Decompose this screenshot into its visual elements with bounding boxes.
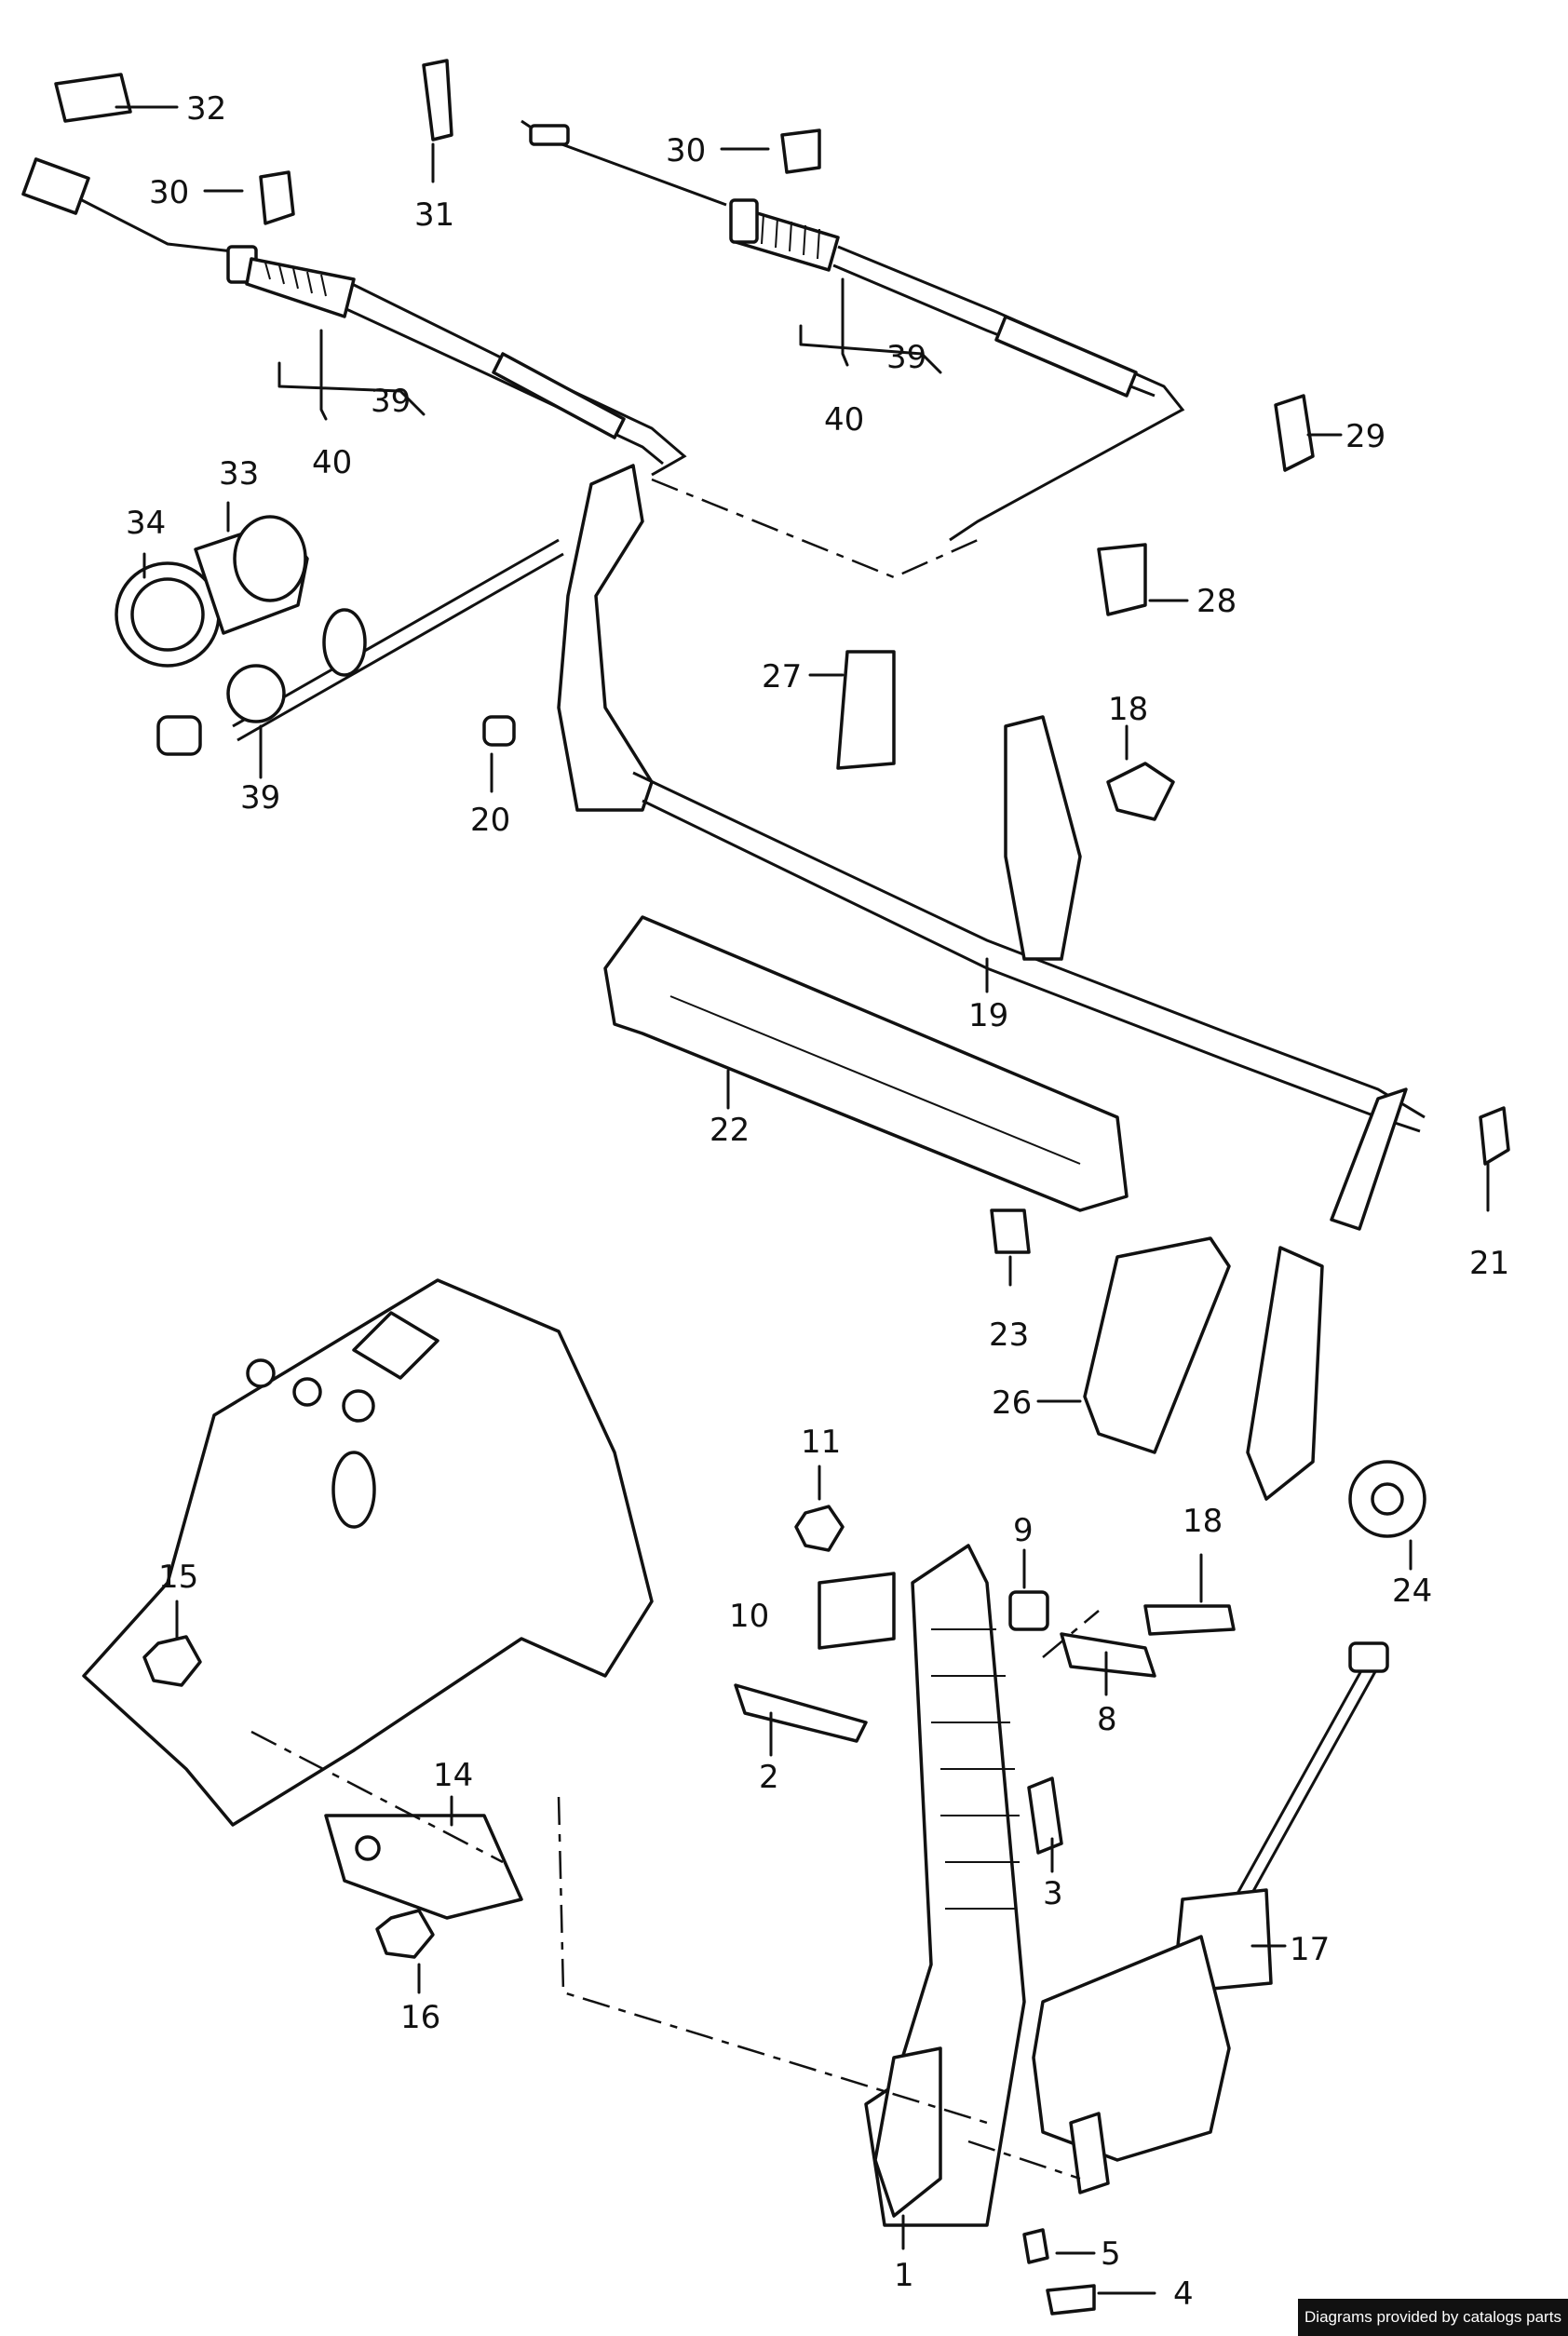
assembly-line-4 xyxy=(1042,1610,1100,1658)
assembly-line-2 xyxy=(967,2140,1081,2181)
callout-40-left: 40 xyxy=(312,444,352,481)
diagram-credit: Diagrams provided by catalogs parts xyxy=(1298,2299,1568,2336)
callout-34: 34 xyxy=(126,505,166,542)
callout-29: 29 xyxy=(1345,418,1386,455)
small-clips-top xyxy=(54,59,1315,770)
callout-2: 2 xyxy=(759,1759,779,1796)
callout-21: 21 xyxy=(1469,1245,1509,1282)
callout-17: 17 xyxy=(1290,1931,1330,1968)
callout-3: 3 xyxy=(1043,1875,1063,1912)
throttle-cable-right xyxy=(520,119,1185,542)
callout-5: 5 xyxy=(1101,2235,1121,2273)
callout-26: 26 xyxy=(992,1384,1032,1422)
callout-39-top-right: 39 xyxy=(886,339,926,376)
body-bracket xyxy=(82,1278,654,1959)
callout-22: 22 xyxy=(710,1112,750,1149)
callout-labels: 32 31 30 30 39 40 39 40 29 33 34 28 27 1… xyxy=(126,90,1509,2313)
callout-40-right: 40 xyxy=(824,401,864,439)
accelerator-pedal xyxy=(734,1505,1236,2316)
callout-31: 31 xyxy=(414,196,454,234)
throttle-cable-left xyxy=(21,157,687,477)
callout-30-left: 30 xyxy=(149,174,189,211)
callout-27: 27 xyxy=(762,658,802,695)
cable-routing-line xyxy=(651,478,979,579)
assembly-line-1 xyxy=(557,1796,988,2125)
callout-10: 10 xyxy=(729,1598,769,1635)
callout-18-top: 18 xyxy=(1108,691,1148,728)
callout-4: 4 xyxy=(1173,2275,1194,2313)
callout-39-top-left: 39 xyxy=(371,383,411,420)
callout-11: 11 xyxy=(801,1424,841,1461)
assembly-line-3 xyxy=(250,1730,504,1864)
callout-20: 20 xyxy=(470,802,510,839)
vacuum-unit xyxy=(1032,1641,1389,2194)
callout-14: 14 xyxy=(433,1757,473,1794)
callout-24: 24 xyxy=(1392,1573,1432,1610)
callout-39-left: 39 xyxy=(240,779,280,817)
callout-9: 9 xyxy=(1013,1512,1034,1549)
callout-23: 23 xyxy=(989,1317,1029,1354)
callout-32: 32 xyxy=(186,90,226,128)
cable-sleeve-assembly xyxy=(115,515,564,756)
leader-lines xyxy=(115,105,1490,2295)
callout-19: 19 xyxy=(968,997,1008,1034)
pedal-shaft-assembly xyxy=(482,464,1510,1538)
callout-30-right: 30 xyxy=(666,132,706,169)
callout-18-bottom: 18 xyxy=(1183,1503,1223,1540)
callout-8: 8 xyxy=(1097,1701,1117,1738)
callout-33: 33 xyxy=(219,455,259,493)
callout-15: 15 xyxy=(158,1559,198,1596)
callout-28: 28 xyxy=(1196,583,1237,620)
callout-16: 16 xyxy=(400,1999,440,2036)
callout-1: 1 xyxy=(894,2257,914,2294)
